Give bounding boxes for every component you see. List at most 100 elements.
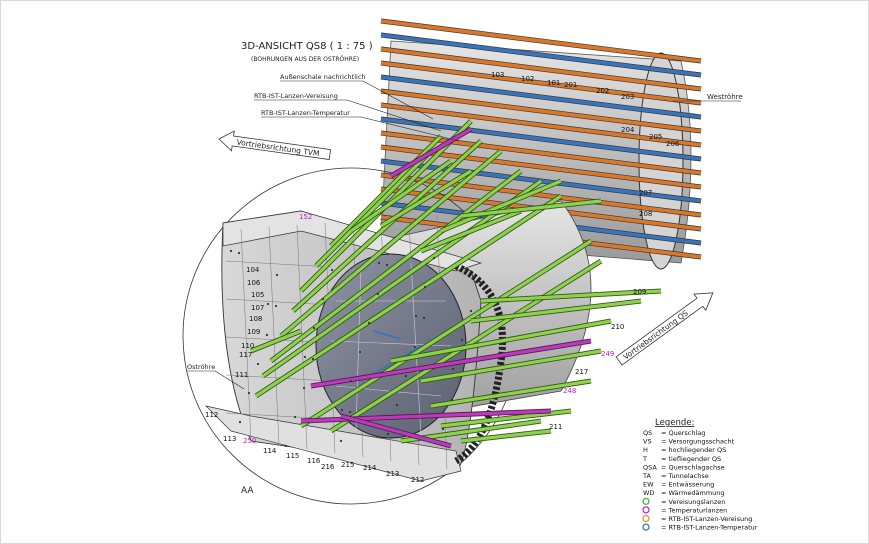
bolt: [386, 432, 390, 436]
bolt: [256, 362, 260, 366]
bolt: [265, 333, 269, 337]
freeze-lance-fill: [350, 159, 452, 233]
freeze-lance-fill: [460, 429, 552, 443]
bolt: [423, 285, 427, 289]
label-213: 213: [386, 470, 399, 478]
temperature-lance-fill: [340, 414, 452, 448]
bolt: [237, 251, 241, 255]
label-248: 248: [563, 387, 576, 395]
bolt: [303, 355, 307, 359]
freeze-lance-fill: [470, 299, 642, 323]
grid-line: [225, 374, 332, 382]
bolt: [311, 357, 315, 361]
bolt: [422, 316, 426, 320]
legend-symbol-text: = RTB-IST-Lanzen-Temperatur: [661, 524, 758, 532]
horizontal-lance-fill: [380, 33, 702, 77]
label-110: 110: [241, 342, 254, 350]
label-117: 117: [239, 351, 252, 359]
freeze-lance-fill: [440, 179, 562, 233]
legend-key: T: [642, 455, 647, 463]
bolt: [349, 379, 353, 383]
bolt: [414, 314, 418, 318]
legend-key: QSA: [643, 463, 657, 471]
bolt: [432, 256, 436, 260]
horizontal-lance-fill: [380, 75, 702, 119]
freeze-lance-fill: [480, 289, 662, 303]
bolt: [238, 420, 242, 424]
legend-key: VS: [643, 438, 652, 446]
label-102: 102: [521, 75, 534, 83]
bolt: [266, 302, 270, 306]
label-215: 215: [341, 461, 354, 469]
legend-text: = Querschlag: [661, 429, 705, 437]
horizontal-lance-fill: [380, 103, 702, 147]
freeze-lance-fill: [420, 209, 522, 253]
label-211: 211: [549, 423, 562, 431]
horizontal-lance-fill: [380, 19, 702, 63]
horizontal-lance-fill: [380, 117, 702, 161]
freeze-lance-fill: [300, 239, 592, 428]
cross-passage-opening: [315, 253, 467, 439]
label-205: 205: [649, 133, 662, 141]
bolt: [274, 304, 278, 308]
legend-symbol-text: = Vereisungslanzen: [661, 498, 725, 506]
freeze-lance-fill: [314, 149, 433, 268]
grid-line: [240, 228, 252, 442]
label-113: 113: [223, 435, 236, 443]
freeze-lance-fill: [329, 134, 443, 248]
label-111: 111: [235, 371, 248, 379]
label-103: 103: [491, 71, 504, 79]
label-216: 216: [321, 463, 335, 471]
inner-line: [335, 385, 442, 397]
grid-line: [225, 298, 332, 306]
callout-rtb-temperatur: RTB-IST-Lanzen-Temperatur: [261, 109, 350, 117]
label-101: 101: [547, 79, 560, 87]
label-217: 217: [575, 368, 588, 376]
bolt: [247, 391, 251, 395]
bolt: [229, 249, 233, 253]
bolt: [469, 309, 473, 313]
legend-title: Legende:: [655, 418, 694, 428]
temperature-lance-fill: [390, 127, 472, 178]
temperature-lance-fill: [310, 339, 592, 388]
label-104: 104: [246, 266, 260, 274]
legend-symbol-icon: [642, 497, 650, 505]
bolt: [293, 415, 297, 419]
horizontal-lance-fill: [380, 145, 702, 189]
bolt: [377, 261, 381, 265]
arrow-vortrieb-tvm: Vortriebsrichtung TVM: [218, 130, 332, 160]
bolt: [450, 398, 454, 402]
legend-text: = hochliegender QS: [661, 446, 726, 454]
label-114: 114: [263, 447, 277, 455]
bolt: [478, 280, 482, 284]
label-206: 206: [666, 140, 680, 148]
arrow-vortrieb-qs-label: Vortriebsrichtung QS: [622, 308, 691, 361]
bolt: [441, 427, 445, 431]
bolt: [376, 292, 380, 296]
bolt: [340, 408, 344, 412]
horizontal-lance-fill: [380, 61, 702, 105]
legend-symbol-text: = RTB-IST-Lanzen-Vereisung: [661, 515, 752, 523]
east-tube-floor-slab: [204, 405, 462, 482]
label-109: 109: [247, 328, 260, 336]
freeze-lance-fill: [420, 349, 602, 383]
legend-symbol-icon: [642, 506, 650, 514]
bolt: [321, 297, 325, 301]
bolt: [312, 326, 316, 330]
grid-line: [225, 260, 332, 268]
label-212: 212: [411, 476, 424, 484]
diagonal-lances: [250, 119, 662, 449]
label-249: 249: [601, 350, 614, 358]
bolt: [460, 338, 464, 342]
legend-text: = Versorgungsschacht: [661, 438, 735, 446]
drawing-subtitle: (BOHRUNGEN AUS DER OSTRÖHRE): [251, 56, 359, 63]
legend-text: = tiefliegender QS: [661, 455, 721, 463]
label-207: 207: [639, 189, 652, 197]
arrow-vortrieb-qs: Vortriebsrichtung QS: [615, 292, 714, 366]
bolt: [348, 410, 352, 414]
legend-symbol-icon: [642, 523, 650, 531]
legend-text: = Tunnelachse: [661, 472, 709, 480]
